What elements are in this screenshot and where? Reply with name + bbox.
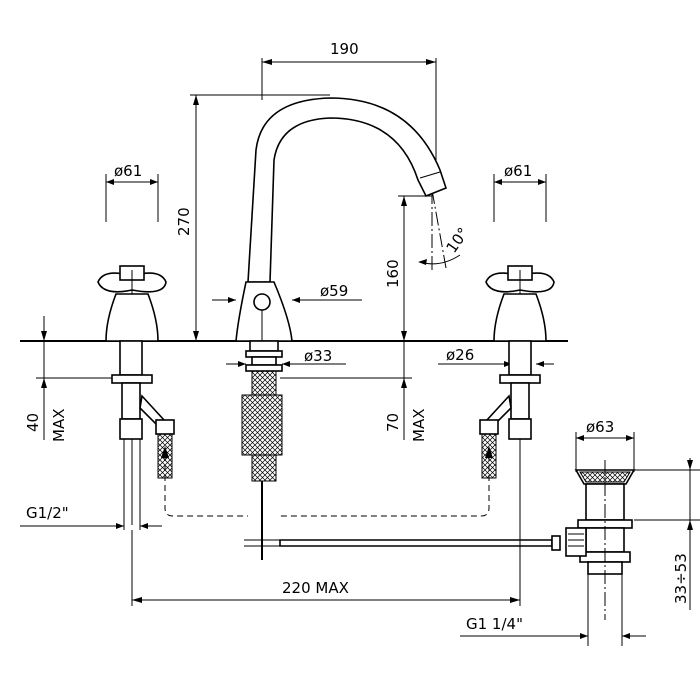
dim-height-total-label: 270 [175,207,193,236]
dim-spout-angle: 10° [418,189,473,270]
dim-waste-thread-label: G1 1/4" [466,615,523,633]
dim-shank-dia: ø33 [226,347,346,367]
dim-right-handle-label: ø61 [504,162,532,180]
dim-inlet-thread: G1/2" [20,504,162,529]
dim-base-dia-label: ø59 [320,282,348,300]
left-tap [97,265,175,530]
dim-right-handle: ø61 [493,162,547,222]
dim-spout-width: 190 [261,40,437,175]
hoses [161,446,493,517]
waste-drain: ø63 [565,418,636,620]
dim-waste-thread: G1 1/4" [460,574,646,646]
dim-center-max: 70 MAX [280,341,428,442]
dim-tap-shank-dia: ø26 [438,346,554,367]
dim-spacing-label: 220 MAX [282,579,349,597]
dim-spout-angle-label: 10° [443,224,473,256]
dim-waste-range-label: 33÷53 [672,553,690,604]
dim-left-handle: ø61 [105,162,159,222]
spout [235,97,447,342]
dim-tap-shank-dia-label: ø26 [446,346,474,364]
popup-rod [244,535,561,560]
dim-waste-range: 33÷53 [634,458,700,610]
dim-shank-dia-label: ø33 [304,347,332,365]
right-tap [479,265,555,530]
dim-left-max-label: MAX [50,409,68,442]
dim-center-max-value: 70 [384,413,402,432]
dim-base-dia: ø59 [212,282,362,303]
dim-left-max: 40 MAX [24,316,118,442]
dim-spacing: 220 MAX [131,530,521,606]
dim-waste-dia-label: ø63 [586,418,614,436]
dim-center-max-label: MAX [410,409,428,442]
dim-outlet-height-label: 160 [384,259,402,288]
dim-height-total: 270 [175,94,330,341]
dim-left-max-value: 40 [24,413,42,432]
dim-outlet-height: 160 [384,195,432,341]
dim-left-handle-label: ø61 [114,162,142,180]
central-shank [241,340,283,560]
dim-spout-width-label: 190 [330,40,359,58]
dim-inlet-thread-label: G1/2" [26,504,69,522]
